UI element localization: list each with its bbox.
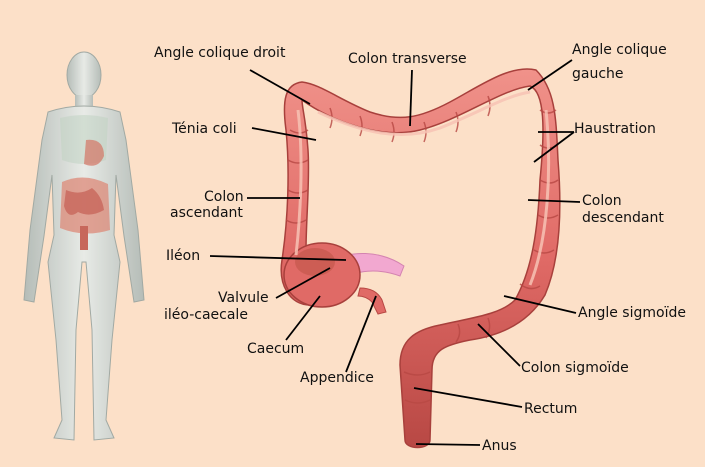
leader-lines xyxy=(209,59,581,446)
label-valvule-1: Valvule xyxy=(218,290,269,306)
label-caecum: Caecum xyxy=(247,341,305,357)
label-angle-colique-droit: Angle colique droit xyxy=(154,45,286,61)
label-appendice: Appendice xyxy=(300,370,374,386)
label-colon-descendant-1: Colon xyxy=(582,193,622,209)
label-colon-sigmoide: Colon sigmoïde xyxy=(521,360,629,376)
label-angle-colique-gauche-1: Angle colique xyxy=(572,42,667,58)
large-intestine-illustration xyxy=(280,68,561,449)
label-colon-descendant-2: descendant xyxy=(582,210,664,226)
label-colon-ascendant-1: Colon xyxy=(204,189,244,205)
label-haustration: Haustration xyxy=(574,121,656,137)
label-rectum: Rectum xyxy=(524,401,578,417)
human-body-figure-icon xyxy=(23,51,145,441)
label-ileon: Iléon xyxy=(166,248,201,264)
label-valvule-2: iléo-caecale xyxy=(164,307,248,323)
label-colon-ascendant-2: ascendant xyxy=(170,205,243,221)
label-angle-sigmoide: Angle sigmoïde xyxy=(578,305,686,321)
label-tenia-coli: Ténia coli xyxy=(172,121,237,137)
label-angle-colique-gauche-2: gauche xyxy=(572,66,624,82)
label-colon-transverse: Colon transverse xyxy=(348,51,467,67)
label-anus: Anus xyxy=(482,438,517,454)
